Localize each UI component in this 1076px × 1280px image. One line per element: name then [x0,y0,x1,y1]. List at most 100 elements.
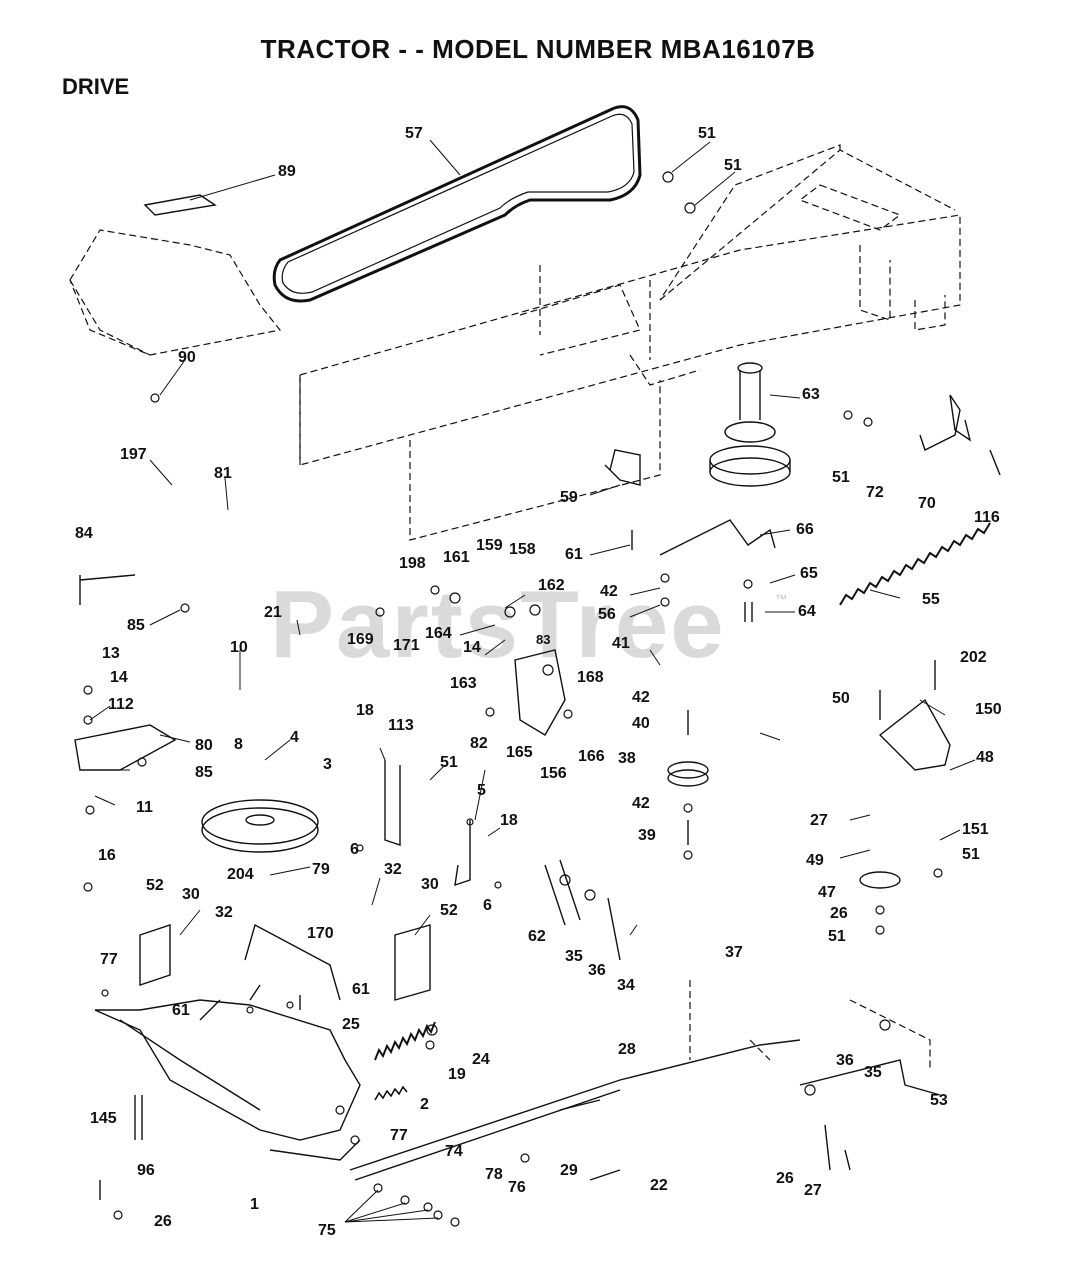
part-label: 96 [137,1162,155,1179]
part-label: 56 [598,606,616,623]
part-label: 81 [214,465,232,482]
part-label: 48 [976,749,994,766]
part-label: 158 [509,541,536,558]
part-label: 64 [798,603,816,620]
part-label: 76 [508,1179,526,1196]
pulley-63 [709,362,791,487]
drive-belt [272,105,642,303]
part-label: 85 [195,764,213,781]
spring-25 [374,1021,436,1061]
plate-80 [74,724,177,771]
part-label: 79 [312,861,330,878]
part-label: 61 [352,981,370,998]
bracket-59 [604,449,641,486]
arm-113 [384,760,401,846]
part-label: 63 [802,386,820,403]
part-label: 70 [918,495,936,512]
part-label: 66 [796,521,814,538]
part-label: 156 [540,765,567,782]
part-label: 19 [448,1066,466,1083]
part-label: 42 [632,689,650,706]
part-label: 4 [290,729,299,746]
part-label: 22 [650,1177,668,1194]
part-label: 27 [804,1182,822,1199]
part-label: 116 [974,509,1000,526]
part-label: 2 [420,1096,429,1113]
part-label: 35 [565,948,583,965]
part-label: 26 [776,1170,794,1187]
part-label: 38 [618,750,636,767]
transaxle-1 [94,984,361,1161]
part-label: 77 [390,1127,408,1144]
part-label: 80 [195,737,213,754]
part-label: 14 [110,669,128,686]
part-label: 83 [536,632,551,647]
frame-outline [299,144,961,541]
rod-170 [244,923,341,1001]
part-label: 42 [632,795,650,812]
part-label: 65 [800,565,818,582]
part-label: 1 [250,1196,259,1213]
part-label: 47 [818,884,836,901]
part-label: 150 [975,701,1002,718]
spring-55 [839,522,991,606]
part-label: 13 [102,645,120,662]
part-label: 74 [445,1143,463,1160]
part-label: 6 [350,841,359,858]
part-label: 16 [98,847,116,864]
part-label: 82 [470,735,488,752]
part-label: 62 [528,928,546,945]
bracket-165 [514,649,566,736]
part-label: 164 [425,625,452,642]
part-label: 55 [922,591,940,608]
part-label: 51 [832,469,850,486]
part-label: 113 [388,717,414,734]
part-label: 163 [450,675,477,692]
part-label: 28 [618,1041,636,1058]
part-label: 89 [278,163,296,180]
part-label: 52 [146,877,164,894]
bracket-5 [454,820,471,887]
part-label: 51 [724,157,742,174]
watermark-trademark: ™ [775,592,787,606]
rod-70 [919,394,972,451]
section-heading: DRIVE [62,74,130,99]
part-label: 151 [962,821,989,838]
part-label: 204 [227,866,254,883]
part-label: 57 [405,125,423,142]
part-label: 32 [215,904,233,921]
part-label: 53 [930,1092,948,1109]
part-label: 169 [347,631,374,648]
part-label: 202 [960,649,987,666]
part-label: 72 [866,484,884,501]
pulley-3 [201,799,319,853]
part-label: 170 [307,925,334,942]
part-label: 59 [560,489,578,506]
part-label: 145 [90,1110,117,1127]
part-label: 84 [75,525,93,542]
rod-53 [799,1059,941,1096]
part-label: 51 [962,846,980,863]
part-label: 14 [463,639,481,656]
part-label: 26 [154,1213,172,1230]
part-label: 21 [264,604,282,621]
part-label: 85 [127,617,145,634]
part-label: 197 [120,446,147,463]
pulley-47 [859,871,901,889]
rod-66 [659,519,776,556]
part-label: 6 [483,897,492,914]
part-label: 166 [578,748,605,765]
part-label: 61 [565,546,583,563]
part-label: 34 [617,977,635,994]
part-label: 171 [393,637,420,654]
fasteners [83,171,943,1227]
part-label: 37 [725,944,743,961]
part-label: 29 [560,1162,578,1179]
part-label: 26 [830,905,848,922]
part-label: 30 [182,886,200,903]
part-label: 32 [384,861,402,878]
hood-outline [69,229,282,356]
part-label: 18 [356,702,374,719]
part-label: 112 [108,696,134,713]
